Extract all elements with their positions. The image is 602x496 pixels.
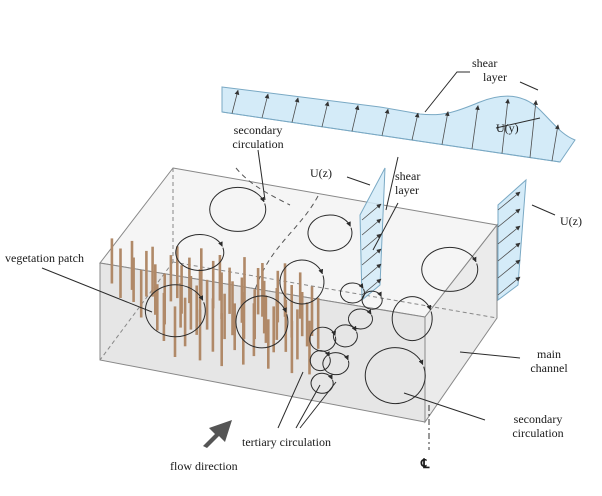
leader-secondary-top (257, 149, 266, 201)
leader-uz-left (346, 176, 371, 186)
uz-right-arrow (497, 259, 521, 279)
uy-arrow (351, 104, 360, 132)
leader-lines (41, 71, 556, 429)
uy-arrow (529, 100, 538, 158)
leader-tertiary-c (299, 381, 337, 429)
circulation-cell (339, 282, 365, 304)
circulation-cell (175, 234, 225, 272)
label-vegetation-patch: vegetation patch (5, 251, 84, 265)
interface-dashed-line (254, 195, 319, 291)
uz-right-profile (497, 178, 527, 301)
uz-mid-arrow (361, 218, 382, 236)
leader-shear-mid-b (372, 202, 399, 251)
leader-main-channel (459, 351, 521, 359)
circulation-cell (391, 296, 433, 342)
uy-arrow (381, 108, 390, 136)
label-u-z-left: U(z) (310, 166, 332, 180)
circulation-cell (309, 350, 331, 372)
uy-arrow (321, 101, 330, 127)
uz-mid-arrow (361, 263, 382, 281)
uy-arrow (291, 97, 300, 123)
label-centerline: ℄ (420, 456, 430, 471)
box-hidden-edge-depth (99, 261, 174, 361)
label-secondary-circulation-bottom: secondary (514, 412, 563, 426)
leader-shear-layer-top-2 (519, 81, 539, 91)
leader-uz-right (531, 204, 556, 216)
circulation-cells (144, 186, 479, 405)
flow-direction-arrow-icon (203, 420, 232, 448)
uy-arrow (551, 124, 560, 161)
uy-arrow (441, 111, 450, 145)
leader-shear-mid-a (385, 156, 399, 211)
box-right-face (424, 223, 498, 424)
label-u-z-right: U(z) (560, 214, 582, 228)
uy-velocity-profile (221, 86, 576, 163)
leader-vegetation (41, 267, 153, 313)
uz-right-arrows (497, 191, 521, 296)
label-main-channel: main (537, 347, 561, 361)
uz-mid-arrows (361, 203, 382, 296)
vegetation-stems (110, 238, 320, 375)
uy-arrow (231, 89, 240, 114)
uz-right-arrow (497, 208, 521, 228)
circulation-cell (307, 214, 353, 252)
label-shear-layer-mid: shear (395, 169, 420, 183)
circulation-cell (235, 295, 289, 349)
label-tertiary-circulation: tertiary circulation (242, 435, 331, 449)
circulation-cell (309, 326, 337, 352)
circulation-cell (209, 186, 267, 232)
uz-right-arrow (497, 225, 521, 245)
circulation-cell (361, 290, 383, 310)
uz-mid-profile (359, 167, 386, 302)
uz-mid-arrow (361, 233, 382, 251)
label-shear-layer-top: shear (472, 56, 497, 70)
uy-profile-baseline (221, 111, 561, 163)
leader-tertiary-a (277, 371, 304, 429)
circulation-cell (421, 246, 479, 292)
leader-shear-layer-top (424, 71, 470, 113)
labels: shear layer U(y) secondary circulation U… (5, 56, 582, 473)
label-flow-direction: flow direction (170, 459, 238, 473)
uz-mid-arrow (361, 248, 382, 266)
uy-arrow (261, 93, 270, 119)
circulation-cell (332, 324, 358, 348)
label-u-y: U(y) (496, 121, 519, 135)
uz-right-arrow (497, 242, 521, 262)
uy-arrow (471, 105, 480, 150)
uy-arrow (411, 112, 420, 141)
leader-uy (495, 117, 541, 129)
uz-mid-arrow (361, 278, 382, 296)
label-secondary-circulation-bottom-2: circulation (512, 426, 563, 440)
label-secondary-circulation-top-2: circulation (232, 137, 283, 151)
box-hidden-edge-back (172, 261, 498, 319)
label-shear-layer-top-2: layer (483, 70, 507, 84)
uz-right-surface (497, 178, 527, 301)
uz-right-arrow (497, 191, 521, 211)
label-main-channel-2: channel (530, 361, 568, 375)
circulation-cell (364, 347, 426, 405)
label-shear-layer-mid-2: layer (395, 183, 419, 197)
channel-box (99, 167, 498, 424)
circulation-cell (279, 259, 325, 305)
circulation-cell (322, 352, 350, 376)
uz-mid-arrow (361, 203, 382, 221)
leader-secondary-bottom (403, 392, 486, 421)
circulation-cell (144, 284, 206, 338)
leader-tertiary-b (295, 384, 321, 429)
circulation-cell (347, 308, 373, 330)
label-secondary-circulation-top: secondary (234, 123, 283, 137)
uz-right-arrow (497, 276, 521, 296)
